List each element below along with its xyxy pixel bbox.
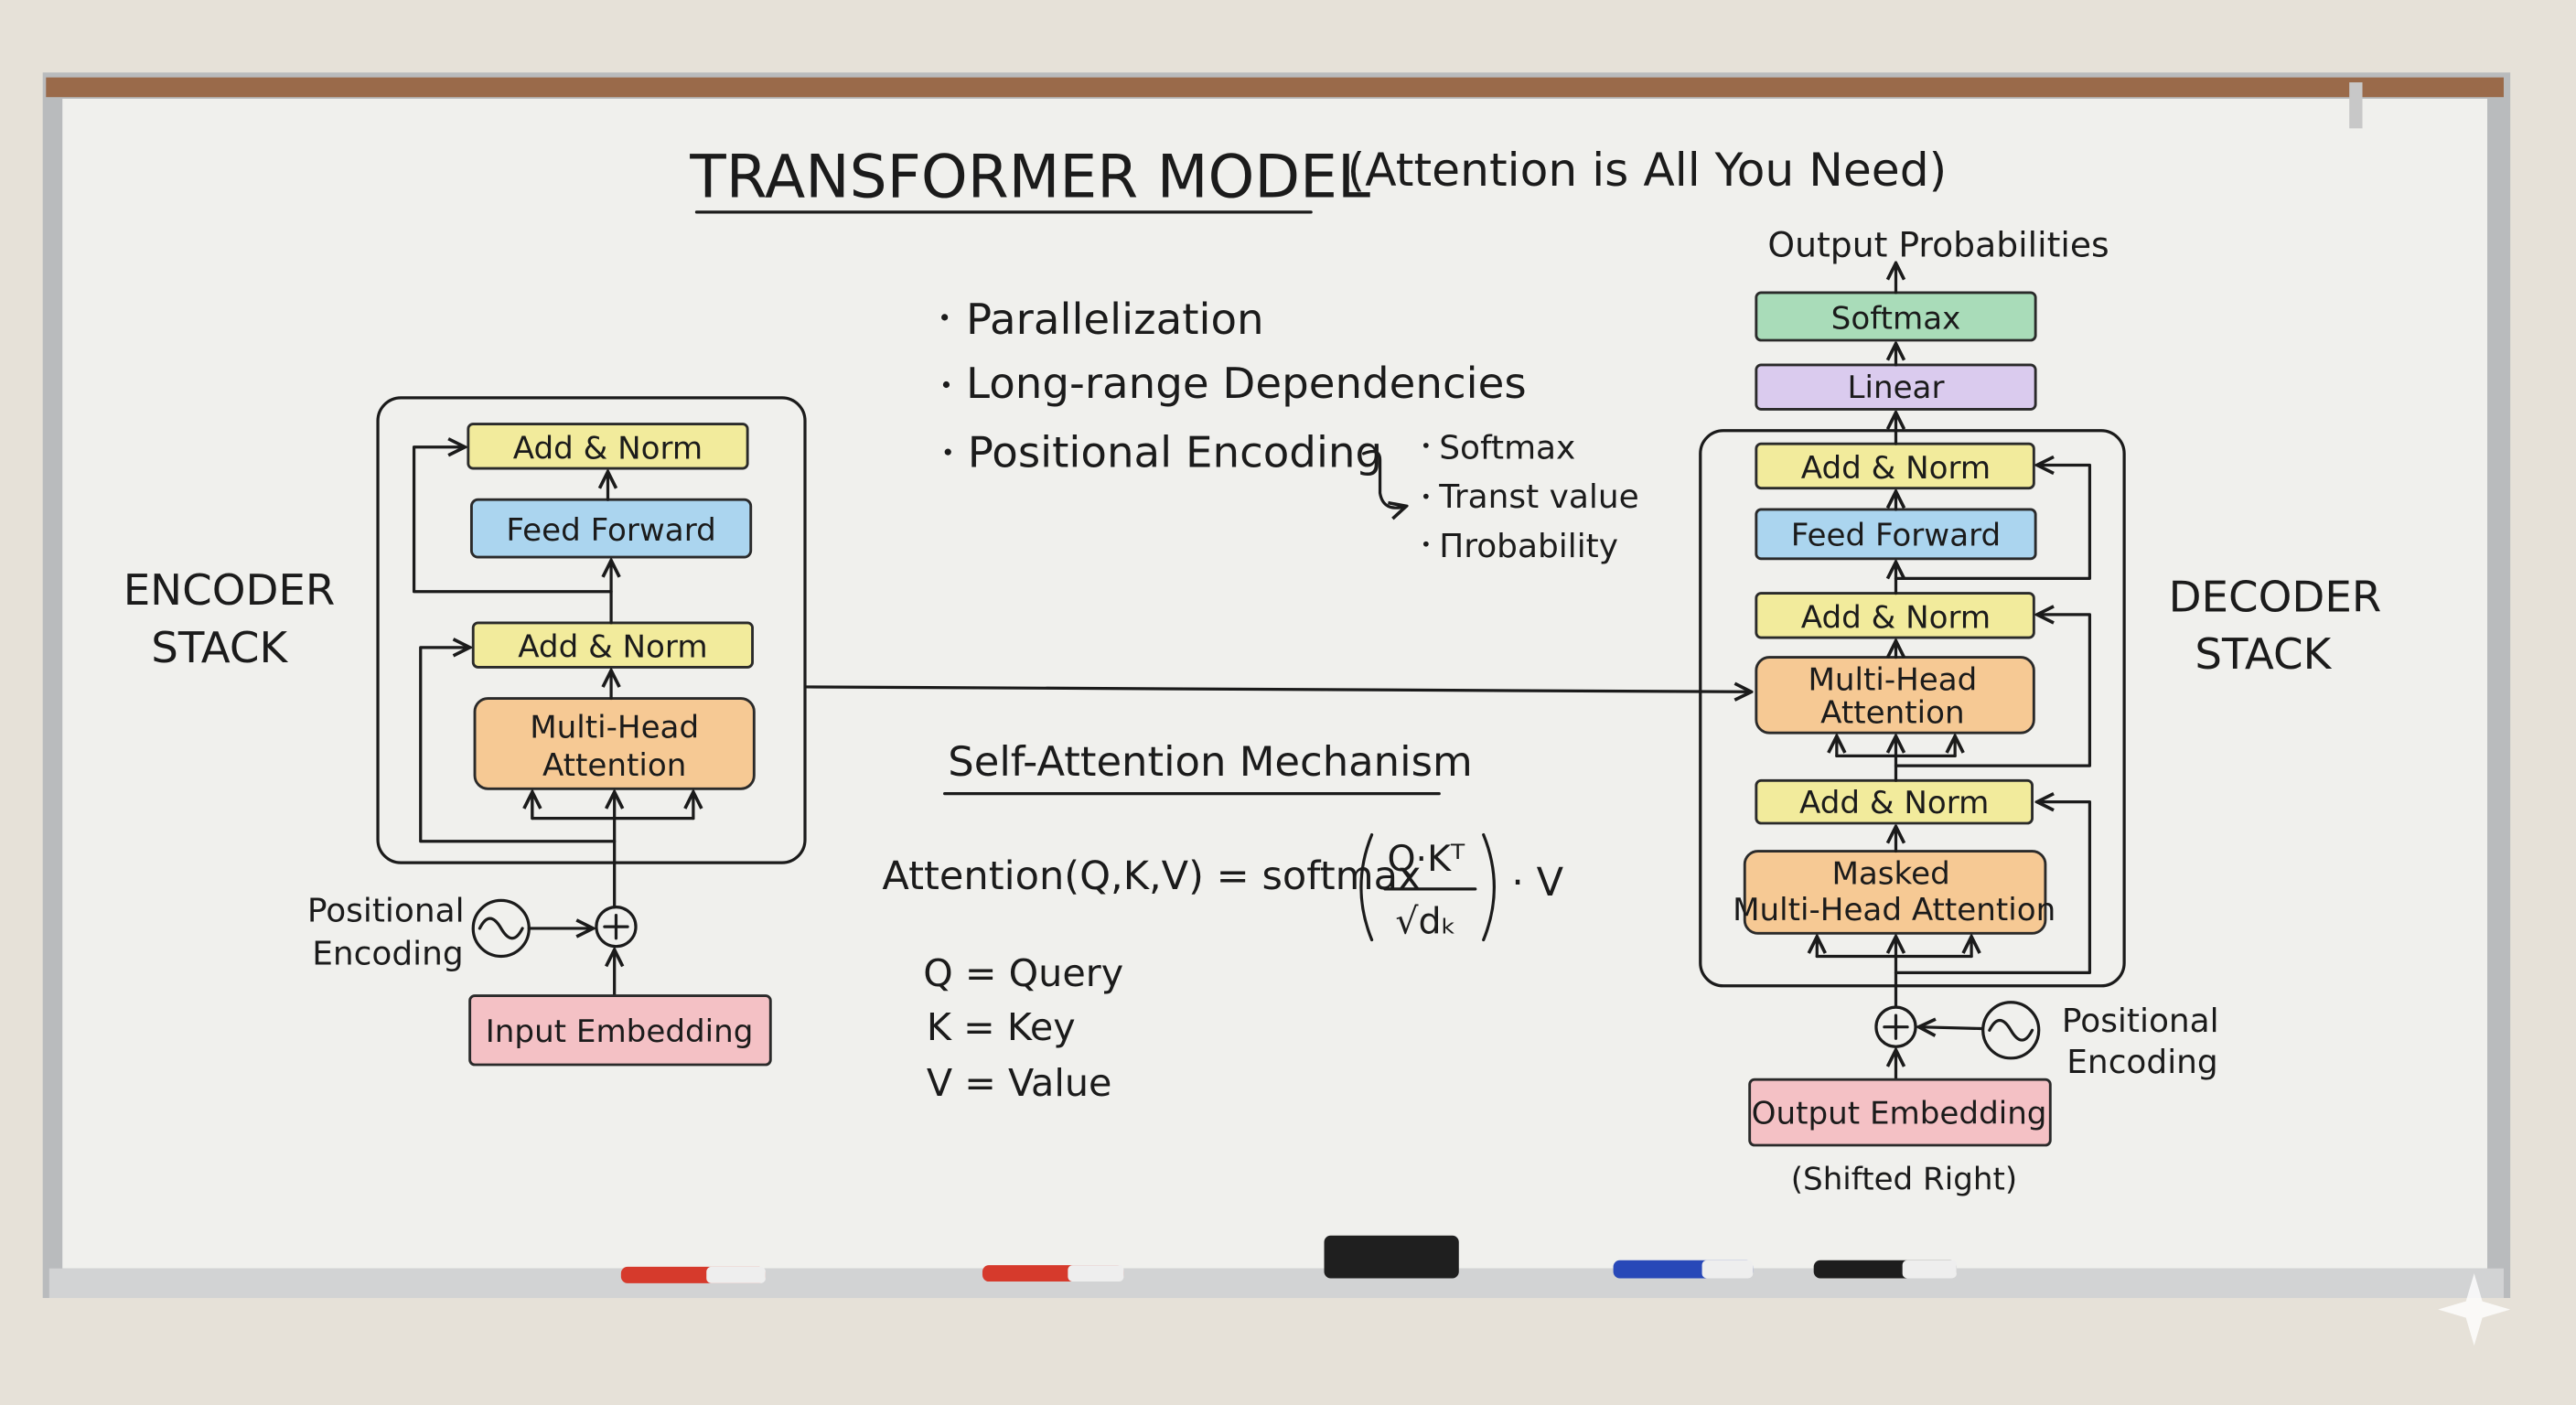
- decoder-output-embedding: [1748, 1078, 2052, 1147]
- box-label: Add & Norm: [513, 430, 703, 467]
- box-label: Add & Norm: [518, 629, 707, 666]
- box-label: Add & Norm: [1799, 785, 1989, 821]
- title-subtitle: (Attention is All You Need): [1347, 143, 1948, 197]
- add-icon: [595, 905, 638, 949]
- sine-wave-icon: [1981, 1001, 2041, 1060]
- output-probabilities-label: Output Probabilities: [1767, 224, 2109, 264]
- formula-tail: · V: [1511, 860, 1563, 906]
- self-attention-heading: Self-Attention Mechanism: [948, 737, 1472, 786]
- box-label: Multi-Head: [530, 710, 699, 746]
- encoder-block-outline: [376, 396, 807, 864]
- encoder-add-norm-top: [467, 423, 749, 470]
- box-label: Add & Norm: [1801, 599, 1991, 636]
- box-label: Linear: [1847, 370, 1945, 406]
- decoder-label: STACK: [2195, 630, 2332, 680]
- box-label: Attention: [542, 747, 686, 784]
- decoder-add-norm-3: [1755, 778, 2034, 825]
- positional-encoding-label: Positional: [2062, 1003, 2219, 1040]
- encoder-add-norm-bottom: [471, 621, 754, 669]
- formula-lhs: Attention(Q,K,V) = softmax: [882, 853, 1421, 899]
- positional-encoding-label: Positional: [307, 893, 465, 930]
- encoder-to-decoder-arrow: [805, 687, 1752, 692]
- sparkle-icon: [2438, 1273, 2511, 1346]
- box-label: Input Embedding: [486, 1014, 754, 1050]
- encoder-input-embedding: [468, 994, 772, 1067]
- positional-encoding-label: Encoding: [2066, 1044, 2217, 1081]
- bullet-item: Parallelization: [966, 295, 1264, 345]
- encoder-multi-head-attention: [473, 697, 756, 790]
- bullet-item: Positional Encoding: [968, 428, 1382, 477]
- encoder-label: ENCODER: [123, 566, 336, 616]
- decoder-block-outline: [1699, 429, 2126, 988]
- definition-key: K = Key: [927, 1005, 1076, 1049]
- rail-clip: [2349, 82, 2363, 129]
- add-icon: [1874, 1005, 1917, 1048]
- box-label: Feed Forward: [506, 512, 715, 549]
- box-label: Softmax: [1831, 300, 1961, 337]
- sub-bullet-item: Softmax: [1439, 429, 1575, 467]
- top-rail: [46, 77, 2504, 98]
- box-label: Masked: [1831, 855, 1949, 892]
- sub-bullet-item: Πrobability: [1439, 528, 1618, 565]
- definition-value: V = Value: [927, 1061, 1112, 1105]
- shifted-right-label: (Shifted Right): [1791, 1161, 2017, 1197]
- bullet-list: Parallelization Long-range Dependencies …: [941, 295, 1639, 565]
- box-label: Output Embedding: [1752, 1096, 2047, 1132]
- box-label: Attention: [1820, 694, 1964, 731]
- encoder-feed-forward: [469, 498, 753, 559]
- bullet-item: Long-range Dependencies: [966, 359, 1527, 409]
- marker-tray: [48, 1268, 2504, 1299]
- encoder-label: STACK: [151, 624, 288, 673]
- box-label: Add & Norm: [1801, 450, 1991, 487]
- title: TRANSFORMER MODEL: [689, 144, 1370, 212]
- eraser[interactable]: [1324, 1235, 1459, 1279]
- box-label: Multi-Head: [1808, 662, 1977, 699]
- decoder-label: DECODER: [2169, 573, 2382, 622]
- tray-items: [620, 1235, 1957, 1283]
- encoder-stack: ENCODER STACK Add & Norm Feed Forward Ad…: [123, 396, 807, 1067]
- formula-numerator: Q·Kᵀ: [1387, 838, 1465, 880]
- definition-query: Q = Query: [923, 951, 1123, 995]
- sub-bullet-item: Transt value: [1438, 478, 1638, 516]
- curved-arrow: [1361, 449, 1407, 509]
- box-label: Multi-Head Attention: [1733, 892, 2055, 928]
- formula-denominator: √dₖ: [1395, 900, 1456, 942]
- decoder-stack: DECODER STACK Output Probabilities Softm…: [1699, 224, 2382, 1197]
- box-label: Feed Forward: [1791, 517, 2001, 553]
- self-attention-section: Self-Attention Mechanism Attention(Q,K,V…: [882, 737, 1563, 1105]
- positional-encoding-label: Encoding: [312, 935, 463, 972]
- board-surface: [62, 99, 2488, 1269]
